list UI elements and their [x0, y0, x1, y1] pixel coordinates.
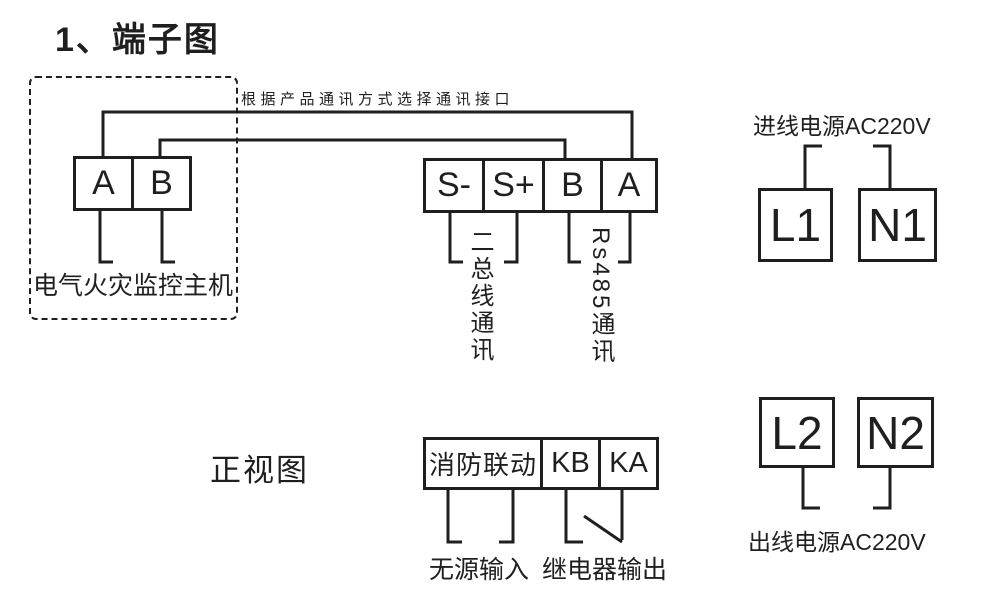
wire-hostB-stub	[160, 211, 175, 264]
wire-rs485A-stub	[618, 213, 632, 264]
wire-rs485B-stub	[567, 213, 581, 264]
wire-hostA-to-commA	[101, 110, 634, 158]
host-label: 电气火灾监控主机	[33, 272, 234, 300]
wire-fire-right-stub	[499, 490, 515, 544]
wire-fire-left-stub	[446, 490, 462, 544]
terminal-N2: N2	[857, 397, 934, 468]
relay-output-label: 继电器输出	[542, 556, 668, 584]
terminal-L1: L1	[758, 188, 833, 262]
comm-terminal-A: A	[600, 161, 655, 210]
passive-input-label: 无源输入	[429, 556, 530, 584]
host-dashed-box	[29, 76, 238, 320]
wire-L2-stub	[801, 468, 820, 510]
terminal-L2: L2	[759, 397, 835, 468]
wire-KB-stub	[564, 490, 583, 544]
wire-N1-stub	[873, 144, 892, 188]
wire-N2-stub	[873, 468, 892, 510]
wire-sminus-stub	[448, 213, 463, 264]
host-terminal-block: A B	[73, 156, 192, 211]
two-bus-comm-label: 二总线通讯	[466, 229, 493, 364]
wire-hostA-stub	[98, 211, 113, 264]
relay-terminal-KA: KA	[598, 440, 656, 487]
power-in-label: 进线电源AC220V	[753, 113, 931, 139]
wire-L1-stub	[803, 144, 822, 188]
host-terminal-B: B	[131, 159, 189, 208]
power-out-label: 出线电源AC220V	[748, 529, 926, 555]
page-title: 1、端子图	[55, 21, 220, 59]
wire-hostB-to-commB	[158, 138, 567, 158]
comm-terminal-Sminus: S-	[437, 166, 471, 204]
comm-note: 根据产品通讯方式选择通讯接口	[241, 91, 515, 108]
wire-splus-stub	[504, 213, 519, 264]
rs485-comm-label: Rs485通讯	[587, 227, 614, 366]
relay-terminal-block: 消防联动 KB KA	[423, 437, 659, 490]
comm-terminal-Splus: S+	[482, 161, 542, 210]
comm-terminal-block: S- S+ B A	[423, 158, 658, 213]
terminal-N1: N1	[858, 188, 937, 262]
relay-terminal-fire-linkage: 消防联动	[428, 450, 537, 480]
comm-terminal-B: B	[542, 161, 600, 210]
relay-terminal-KB: KB	[540, 440, 598, 487]
relay-contact-arm	[583, 514, 623, 544]
host-terminal-A: A	[92, 164, 115, 202]
front-view-label: 正视图	[210, 453, 309, 488]
